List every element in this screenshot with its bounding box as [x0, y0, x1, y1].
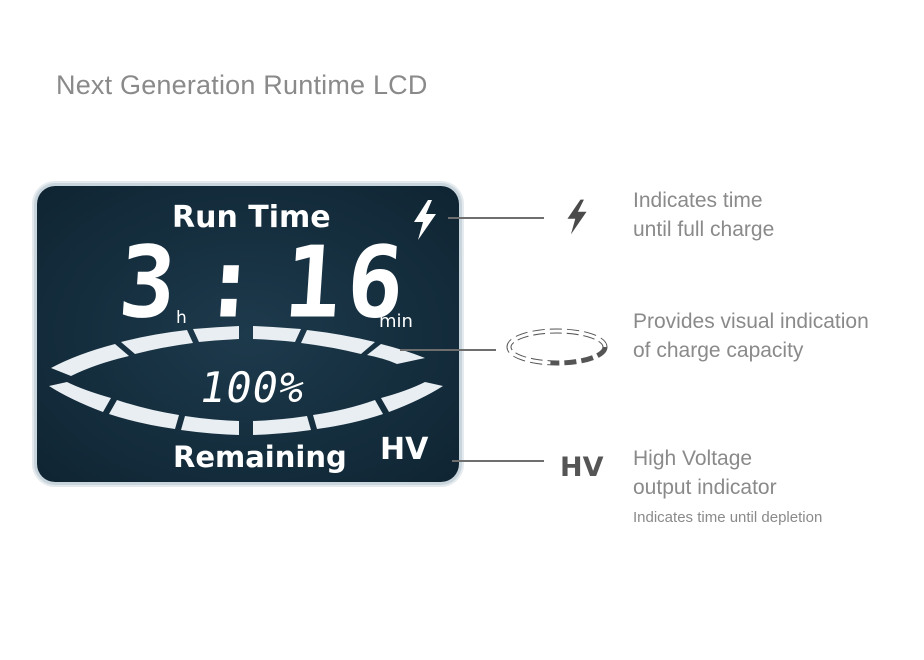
connector-line-bolt	[448, 217, 544, 219]
run-time-label: Run Time	[172, 200, 331, 235]
runtime-lcd-display: Run Time 3:16 h min 100% Remaining HV	[37, 186, 459, 482]
callout-line: Indicates time	[633, 189, 763, 212]
ring-segment	[181, 416, 239, 435]
runtime-readout: 3:16	[115, 226, 413, 340]
lightning-bolt-icon	[414, 200, 436, 240]
connector-line-ring	[400, 349, 496, 351]
callout-line: until full charge	[633, 218, 775, 241]
ring-segment	[49, 382, 111, 412]
page-title: Next Generation Runtime LCD	[56, 70, 428, 100]
ring-segment	[253, 326, 301, 342]
hv-icon: HV	[560, 452, 604, 483]
ring-segment	[121, 330, 193, 354]
ring-segment	[381, 382, 443, 412]
ring-segment	[367, 344, 425, 364]
callout-hv-text: High Voltage output indicator	[633, 444, 777, 502]
connector-line-hv	[452, 460, 544, 462]
dashed-ring-icon	[506, 328, 608, 366]
callout-ring-text: Provides visual indication of charge cap…	[633, 307, 869, 365]
time-separator: :	[197, 226, 269, 341]
ring-segment	[109, 400, 179, 429]
ring-segment	[301, 330, 375, 354]
remaining-label: Remaining	[173, 440, 347, 474]
hv-indicator: HV	[380, 432, 429, 467]
charge-percent: 100%	[195, 363, 310, 412]
ring-segment	[193, 326, 239, 342]
minutes-unit: min	[379, 311, 413, 332]
callout-bolt-text: Indicates time until full charge	[633, 186, 774, 244]
hours-unit: h	[176, 308, 187, 328]
callout-hv-subtext: Indicates time until depletion	[633, 509, 823, 526]
callout-line: output indicator	[633, 476, 777, 499]
callout-line: of charge capacity	[633, 339, 804, 362]
ring-segment	[253, 416, 311, 435]
ring-segment	[313, 400, 383, 429]
callout-line: High Voltage	[633, 447, 753, 470]
ring-segment	[51, 344, 129, 376]
charge-capacity-ring	[49, 326, 443, 435]
lightning-bolt-icon	[567, 199, 587, 235]
callout-line: Provides visual indication	[633, 310, 869, 333]
